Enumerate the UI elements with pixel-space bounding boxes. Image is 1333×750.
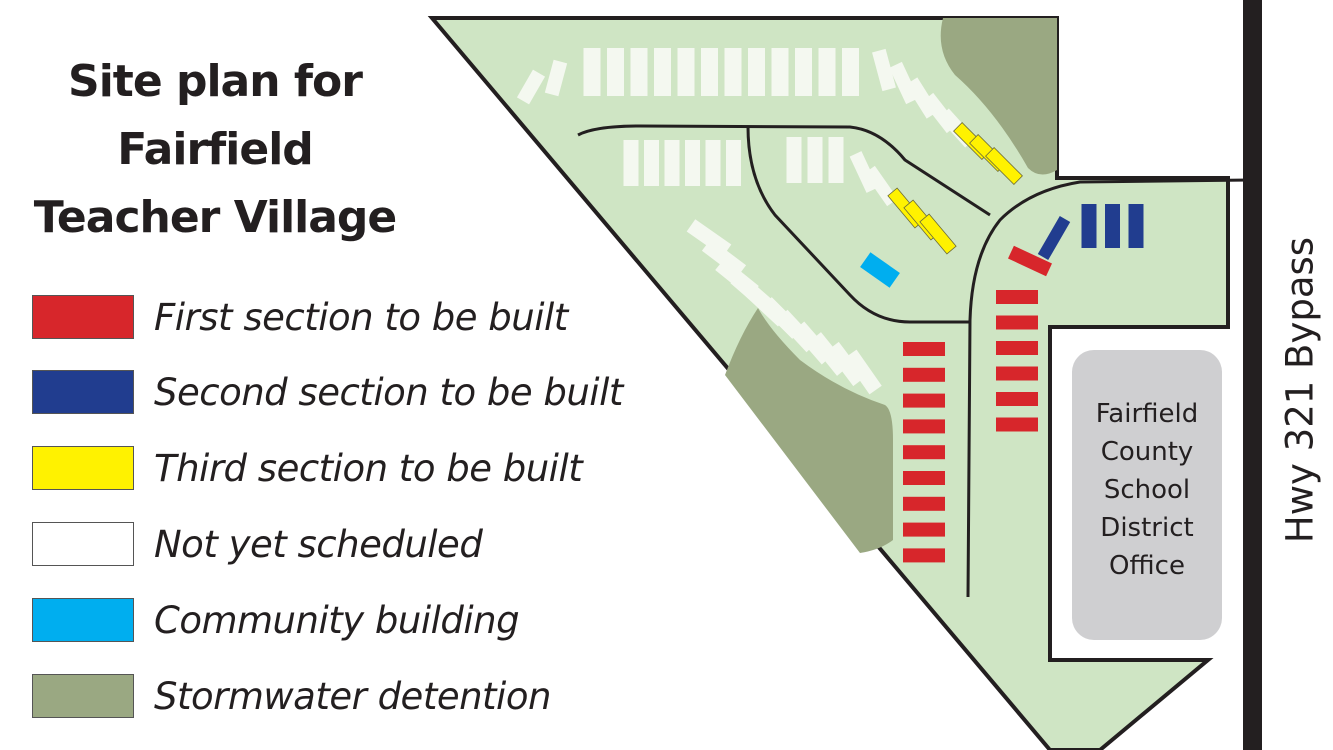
house-unscheduled [748,48,765,96]
house-unscheduled [644,140,659,186]
office-label-line: Fairfield [1095,399,1199,429]
house-first-section [903,471,945,485]
house-third-section [919,213,957,255]
house-unscheduled [818,48,836,96]
community-building [860,252,900,288]
stormwater-detention-ne [940,18,1057,175]
houses [516,48,1144,563]
house-unscheduled [685,140,700,186]
title-line: Fairfield [117,124,314,175]
house-unscheduled [607,48,624,96]
house-unscheduled [726,140,741,186]
house-unscheduled [724,48,742,96]
house-second-section [1037,215,1071,261]
house-unscheduled [701,48,718,96]
house-unscheduled [786,137,802,183]
road-loop [746,126,970,324]
highway-321-bypass [1243,0,1262,750]
legend-item: Stormwater detention [32,672,551,720]
legend-swatch [32,522,134,566]
house-unscheduled [654,48,671,96]
house-unscheduled [583,48,601,96]
stormwater-detention-sw [725,308,893,553]
roads [577,124,1251,598]
legend-item: Third section to be built [32,444,583,492]
house-first-section [1008,245,1052,277]
legend-label: Community building [154,598,520,642]
page-title: Site plan for Fairfield Teacher Village [0,48,430,252]
house-unscheduled [807,137,823,183]
house-unscheduled [844,349,882,395]
house-first-section [996,290,1038,304]
legend-swatch [32,598,134,642]
house-unscheduled [664,140,680,186]
house-unscheduled [771,48,789,96]
house-first-section [996,392,1038,406]
house-first-section [903,522,945,537]
house-unscheduled [872,48,896,92]
office-label-line: District [1100,513,1194,543]
house-first-section [903,393,945,408]
title-line: Site plan for [68,56,363,107]
legend-item: First section to be built [32,293,568,341]
office-label-line: Office [1109,551,1185,581]
legend-label: Second section to be built [154,370,623,414]
legend-label: First section to be built [154,295,568,339]
house-first-section [903,445,945,460]
house-third-section [985,147,1023,185]
house-unscheduled [516,69,546,105]
house-first-section [996,315,1038,330]
house-unscheduled [842,48,859,96]
house-unscheduled [630,48,648,96]
legend-item: Second section to be built [32,368,623,416]
legend-swatch [32,674,134,718]
house-second-section [1105,204,1120,248]
legend-swatch [32,446,134,490]
house-unscheduled [623,140,639,186]
office-label-line: County [1100,437,1194,467]
house-unscheduled [828,137,844,183]
legend-label: Not yet scheduled [154,522,483,566]
house-unscheduled [795,48,812,96]
house-first-section [903,548,945,563]
road-north [577,124,991,217]
office-label-line: School [1103,475,1191,505]
legend-label: Third section to be built [154,446,583,490]
house-first-section [903,367,945,382]
house-unscheduled [705,140,721,186]
house-unscheduled [677,48,695,96]
legend-swatch [32,370,134,414]
legend-label: Stormwater detention [154,674,551,718]
house-first-section [903,342,945,356]
road-main [966,178,1251,598]
house-second-section [1081,204,1097,248]
house-first-section [996,366,1038,381]
legend-item: Not yet scheduled [32,520,483,568]
house-unscheduled [544,59,568,97]
house-first-section [996,341,1038,355]
house-first-section [996,417,1038,432]
legend-item: Community building [32,596,520,644]
school-district-office [1072,350,1222,640]
house-second-section [1128,204,1144,248]
house-first-section [903,496,945,511]
office-label: Fairfield County School District Office [1072,395,1222,585]
highway-label: Hwy 321 Bypass [1278,236,1322,544]
legend-swatch [32,295,134,339]
title-line: Teacher Village [33,192,398,243]
house-first-section [903,419,945,434]
house-unscheduled [826,341,866,387]
